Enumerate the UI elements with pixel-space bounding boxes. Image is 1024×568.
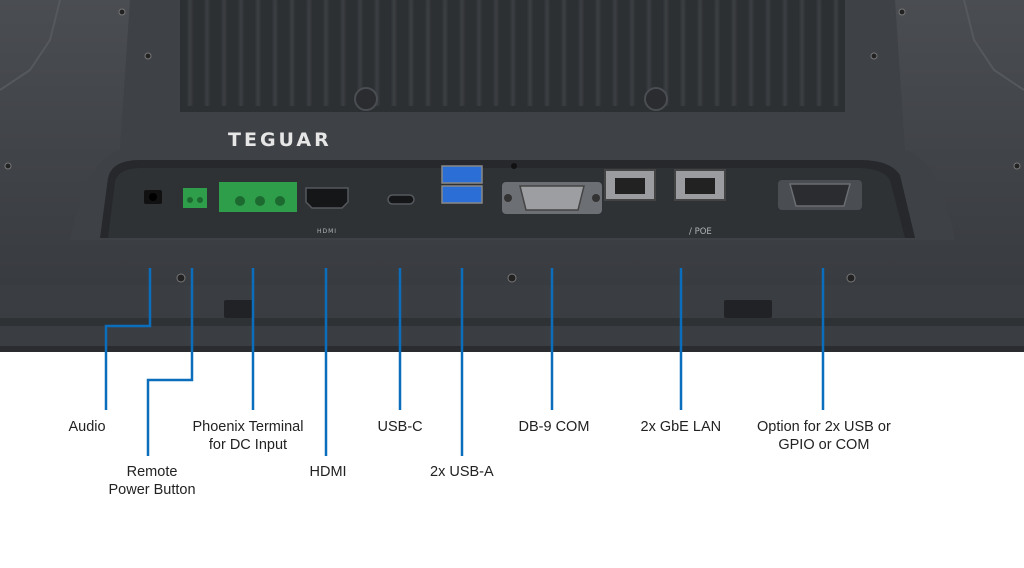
callout-label-db9: DB-9 COM: [519, 418, 590, 436]
callout-label-line: Remote: [126, 464, 178, 480]
callout-label-line: Audio: [68, 419, 106, 435]
usb-a-port-bottom: [441, 185, 483, 204]
heatsink-fin: [798, 0, 806, 106]
poe-icon-label: / POE: [689, 227, 712, 237]
heatsink-fin: [186, 0, 194, 106]
vent-slot: [724, 300, 772, 318]
db9-port: [519, 185, 585, 211]
heatsink-fin: [288, 0, 296, 106]
callout-label-option: Option for 2x USB or GPIO or COM: [757, 418, 891, 454]
heatsink-fin: [390, 0, 398, 106]
hdmi-icon-label: HDMI: [317, 228, 337, 235]
mount-boss: [644, 87, 668, 111]
heatsink-fin: [526, 0, 534, 106]
heatsink-fin: [577, 0, 585, 106]
heatsink-fin: [730, 0, 738, 106]
callout-line-audio: [104, 268, 152, 410]
heatsink-fin: [747, 0, 755, 106]
remote-power-port: [183, 188, 207, 208]
heatsink-fin: [339, 0, 347, 106]
heatsink-fin: [560, 0, 568, 106]
callout-line-remote-power: [146, 268, 194, 456]
callout-label-line: Power Button: [108, 482, 196, 498]
heatsink-fin: [356, 0, 364, 106]
usb-c-port: [387, 194, 415, 205]
heatsink-fin: [203, 0, 211, 106]
heatsink-fin: [475, 0, 483, 106]
heatsink-fin: [271, 0, 279, 106]
usb-a-port-top: [441, 165, 483, 184]
callout-label-line: HDMI: [309, 464, 347, 480]
screw-icons: [4, 8, 1021, 283]
callout-label-line: DB-9 COM: [518, 419, 590, 435]
heatsink-fin: [509, 0, 517, 106]
heatsink-fin: [492, 0, 500, 106]
vent-slot: [224, 300, 254, 318]
heatsink-fin: [764, 0, 772, 106]
callout-label-line: Option for 2x USB or: [757, 419, 891, 435]
heatsink-fin: [781, 0, 789, 106]
heatsink-fin: [832, 0, 840, 106]
heatsink-fin: [815, 0, 823, 106]
heatsink-fin: [713, 0, 721, 106]
callout-lines: [104, 268, 825, 456]
heatsink-fin: [679, 0, 687, 106]
heatsink-fin: [645, 0, 653, 106]
callout-label-line: 2x USB-A: [430, 464, 494, 480]
heatsink-fin: [424, 0, 432, 106]
mount-boss: [354, 87, 378, 111]
heatsink-fin: [220, 0, 228, 106]
heatsink-fin: [322, 0, 330, 106]
callout-label-usb-c: USB-C: [378, 418, 423, 436]
heatsink-fin: [305, 0, 313, 106]
heatsink-fin: [628, 0, 636, 106]
heatsink-fin: [254, 0, 262, 106]
heatsink-fin: [662, 0, 670, 106]
hdmi-port: [305, 187, 349, 209]
callout-label-phoenix: Phoenix Terminal for DC Input: [193, 418, 304, 454]
heatsink-fin: [407, 0, 415, 106]
heatsink-fin: [696, 0, 704, 106]
callout-label-line: GPIO or COM: [778, 437, 870, 453]
heatsink-fin: [611, 0, 619, 106]
callout-label-line: 2x GbE LAN: [640, 419, 722, 435]
callout-label-line: for DC Input: [208, 437, 288, 453]
heatsink-fin: [543, 0, 551, 106]
heatsink-fin: [373, 0, 381, 106]
callout-label-hdmi: HDMI: [310, 463, 347, 481]
callout-label-line: Phoenix Terminal: [192, 419, 304, 435]
callout-label-line: USB-C: [377, 419, 423, 435]
callout-label-usb-a: 2x USB-A: [430, 463, 494, 481]
heatsink-fin: [441, 0, 449, 106]
option-port: [789, 183, 851, 207]
callout-label-audio: Audio: [69, 418, 106, 436]
heatsink-fin: [237, 0, 245, 106]
heatsink-fin: [594, 0, 602, 106]
heatsink-fins: [186, 0, 840, 106]
callout-label-lan: 2x GbE LAN: [641, 418, 722, 436]
heatsink-fin: [458, 0, 466, 106]
brand-logo: TEGUAR: [228, 129, 332, 151]
